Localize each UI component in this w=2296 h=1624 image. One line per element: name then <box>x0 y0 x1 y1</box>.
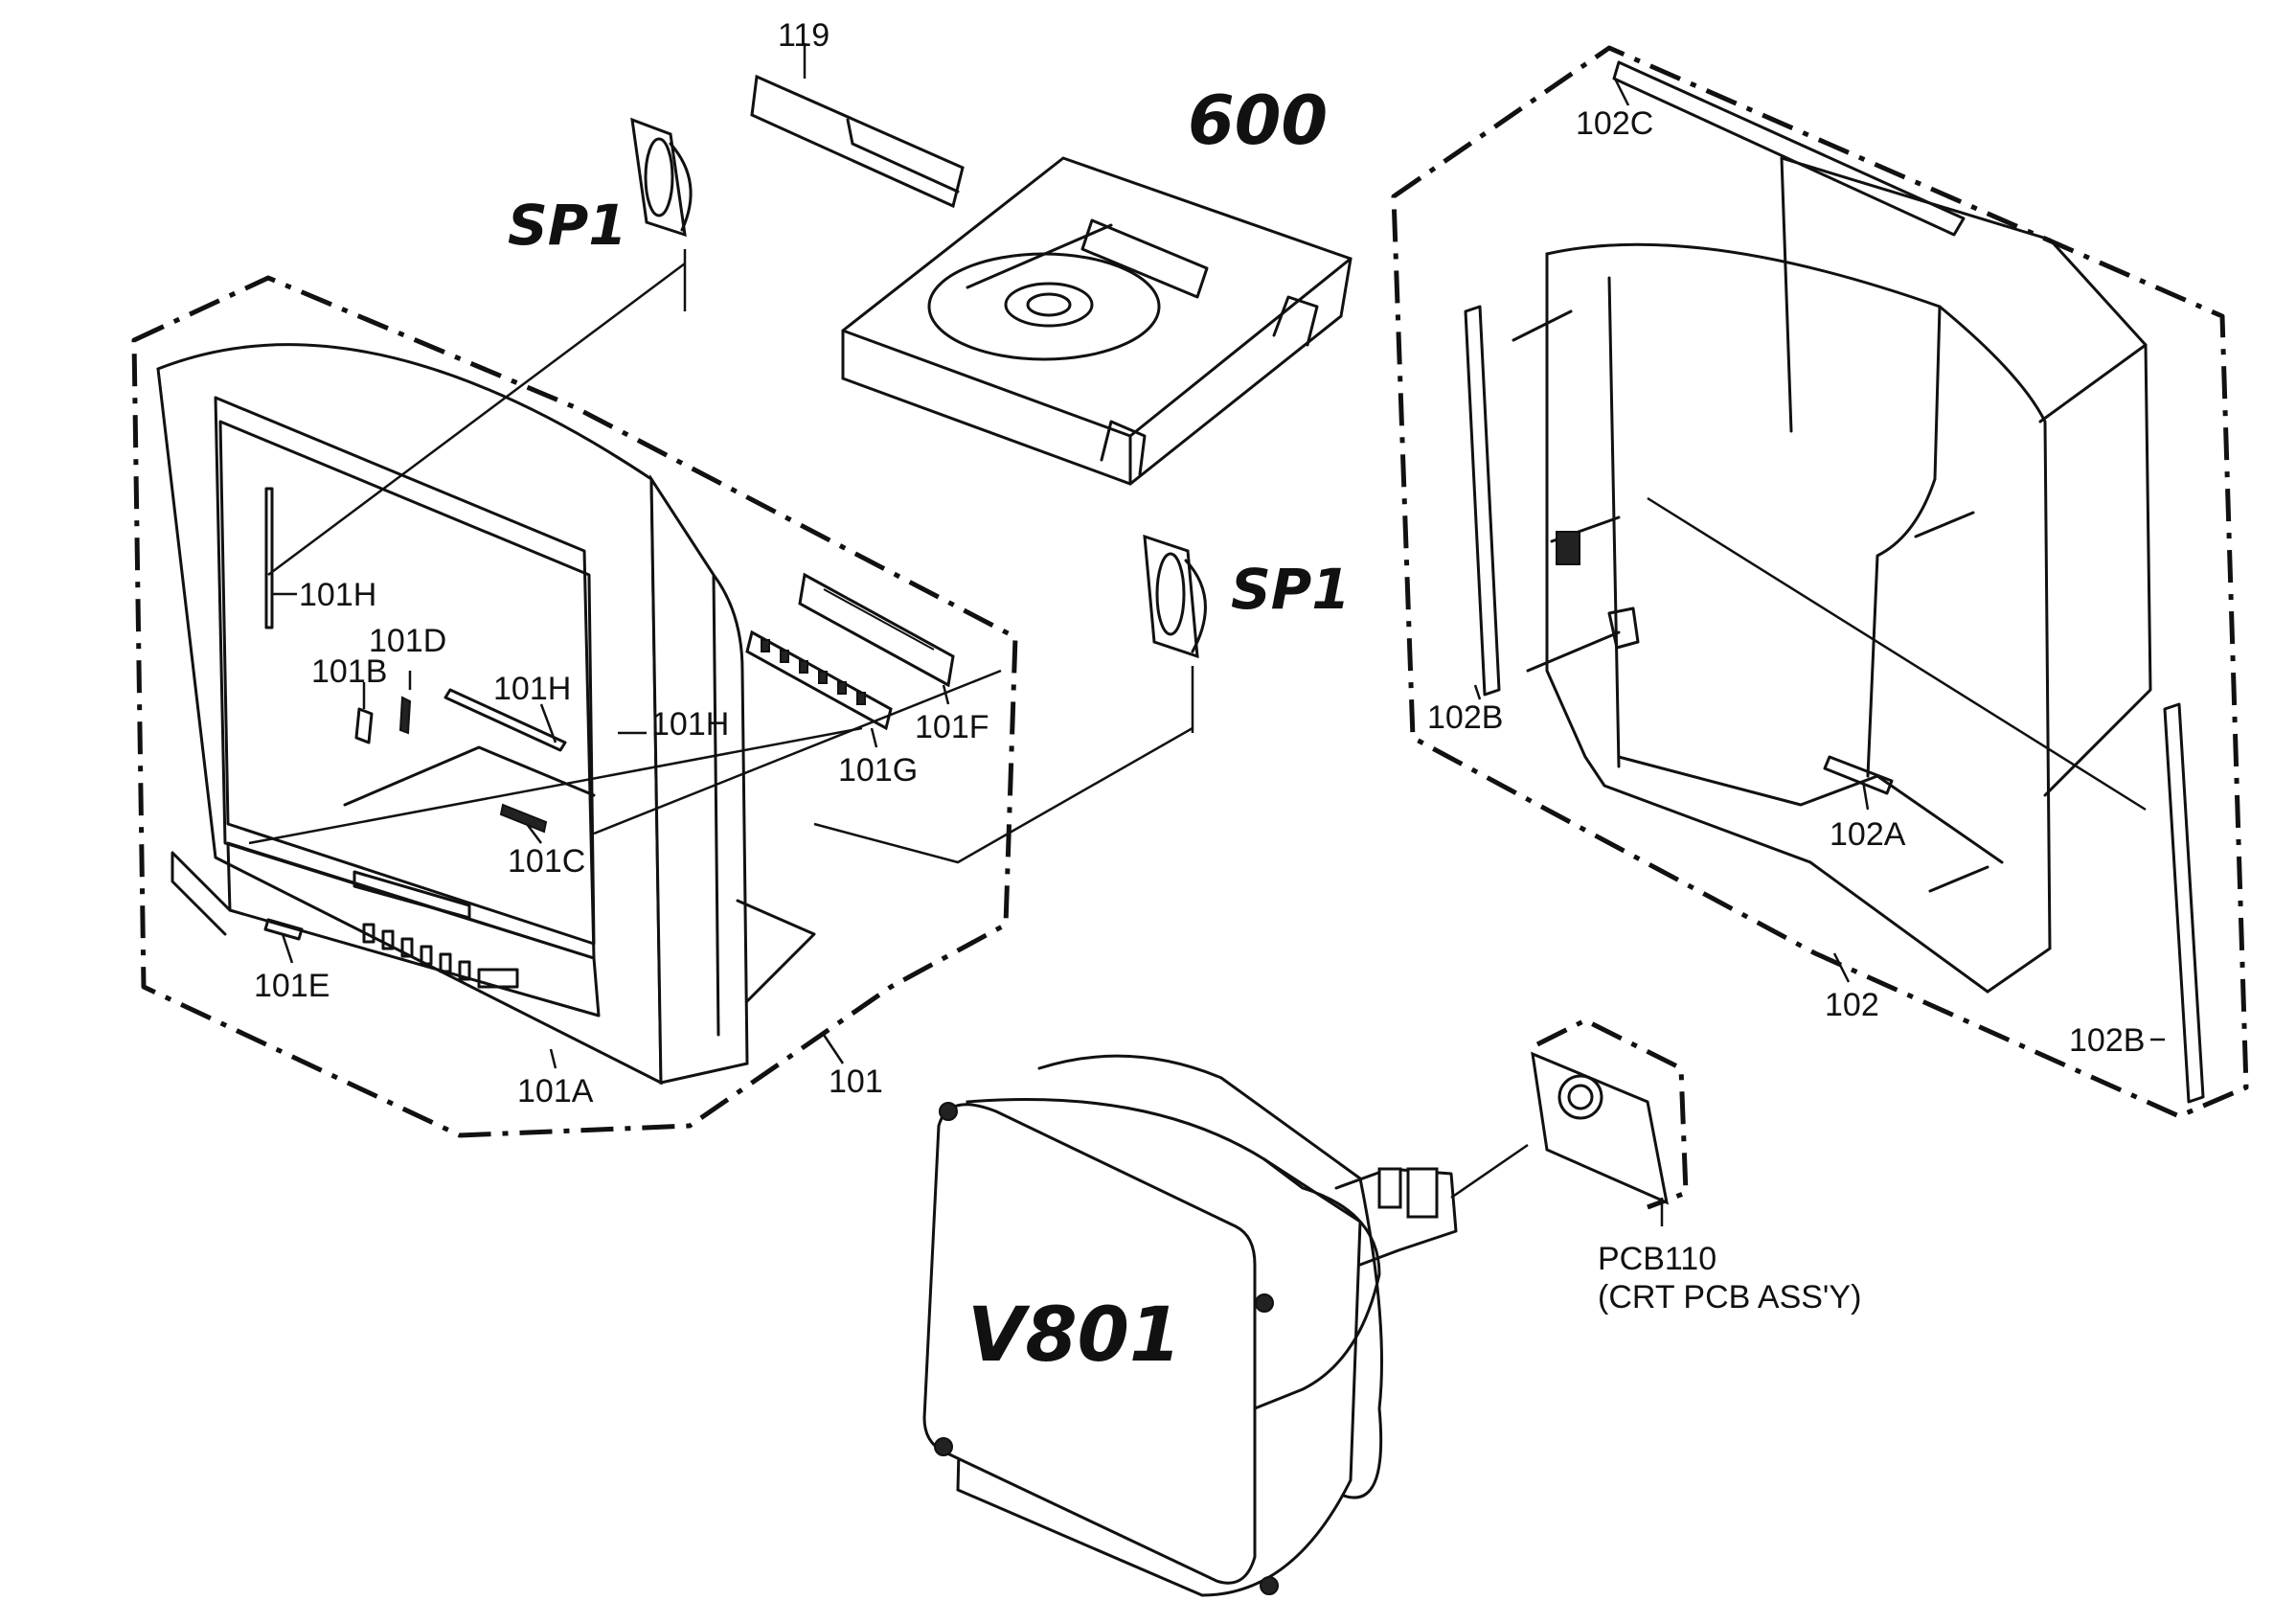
control-panel <box>226 841 601 1018</box>
label-101: 101 <box>829 1064 883 1100</box>
cabinet-base <box>736 899 816 1003</box>
label-101a: 101A <box>517 1073 594 1109</box>
part-101g-keys <box>761 639 866 705</box>
rear-cabinet-102 <box>1391 45 2249 1119</box>
label-101f: 101F <box>915 709 989 745</box>
crt-pcb-board <box>1531 1051 1670 1205</box>
label-101h-left: 101H <box>299 577 376 613</box>
part-102b-right-strip <box>2163 702 2205 1104</box>
part-101c <box>499 803 548 834</box>
label-v801: V801 <box>967 1292 1181 1379</box>
crt-mount-ear <box>939 1102 958 1121</box>
label-102a: 102A <box>1830 816 1906 853</box>
part-101e <box>263 918 304 941</box>
rear-clip <box>1556 531 1580 565</box>
rear-cabinet-shell <box>1545 242 2052 994</box>
dvd-mechanism-600 <box>750 43 1353 486</box>
part-101d <box>398 696 412 735</box>
control-buttons <box>362 923 519 989</box>
crt-v801 <box>922 1054 1529 1597</box>
label-119: 119 <box>778 17 830 54</box>
speaker-sp1-top <box>630 117 693 311</box>
label-101b: 101B <box>311 653 387 690</box>
part-101f-board <box>798 572 955 688</box>
part-101h-left-strip <box>264 487 274 629</box>
speaker-sp1-right <box>1143 534 1207 733</box>
front-bar-119 <box>750 74 965 209</box>
front-cabinet-101 <box>131 262 1193 1138</box>
label-101c: 101C <box>508 843 585 880</box>
label-sp1-top: SP1 <box>508 193 627 258</box>
label-101d: 101D <box>369 623 446 659</box>
crt-pcb-110 <box>1531 1018 1689 1226</box>
label-101h-center: 101H <box>493 671 571 707</box>
label-102: 102 <box>1825 987 1879 1023</box>
cabinet-side <box>649 473 749 1085</box>
label-600: 600 <box>1188 81 1328 160</box>
screen-window <box>218 420 596 946</box>
part-102c-strip <box>1612 60 1966 237</box>
label-102b-left: 102B <box>1427 699 1503 736</box>
leader-lines <box>272 76 2165 1069</box>
label-pcb110: PCB110 <box>1598 1241 1716 1277</box>
label-pcb110-description: (CRT PCB ASS'Y) <box>1598 1279 1861 1315</box>
label-sp1-right: SP1 <box>1231 557 1351 622</box>
dvd-chassis <box>841 156 1353 486</box>
label-101e: 101E <box>254 968 330 1004</box>
label-101g: 101G <box>838 752 918 789</box>
label-102b-right: 102B <box>2069 1022 2145 1059</box>
crt-socket <box>1557 1074 1603 1120</box>
front-cabinet-group-boundary <box>131 275 1018 1138</box>
part-101b <box>354 707 374 744</box>
label-101h-right: 101H <box>651 706 729 743</box>
part-102b-left-strip <box>1464 305 1501 697</box>
part-102a <box>1823 755 1894 795</box>
label-102c: 102C <box>1576 105 1653 142</box>
crt-face <box>922 1103 1257 1585</box>
part-101h-center-strip <box>443 688 567 752</box>
rear-cabinet-group-boundary <box>1391 45 2249 1119</box>
